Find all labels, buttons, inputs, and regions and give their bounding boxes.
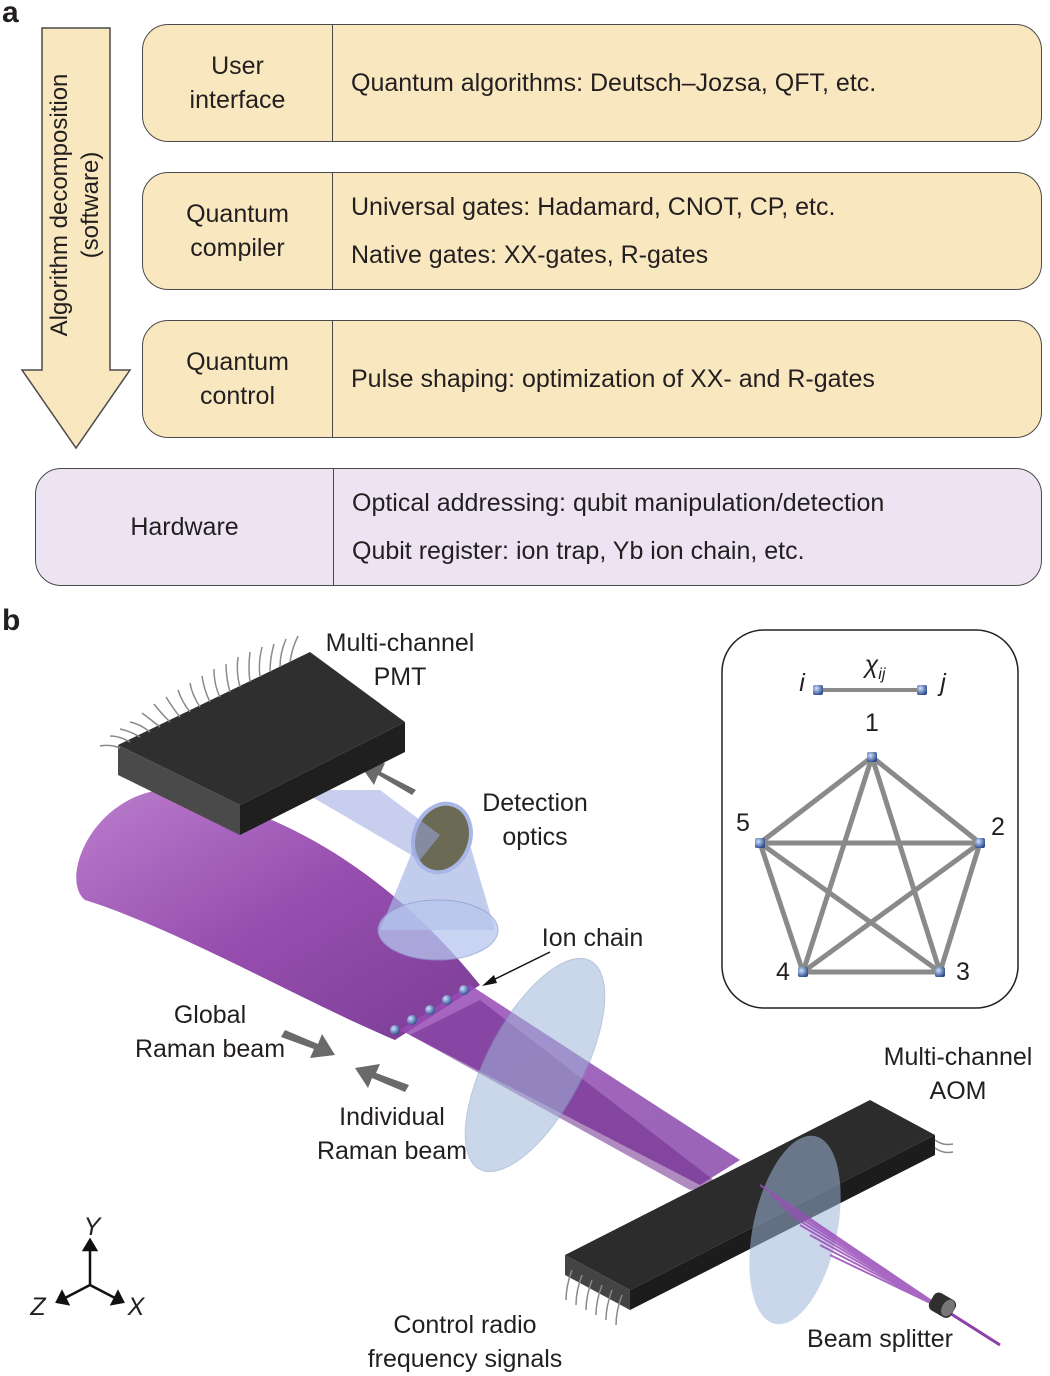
node-3-label: 3 <box>956 958 970 986</box>
individual-label-line1: Individual <box>339 1103 445 1131</box>
aom-label-line1: Multi-channel <box>883 1043 1033 1071</box>
node-j-marker <box>917 685 927 695</box>
layer-name-line2: compiler <box>190 234 285 262</box>
layer-name-line1: Quantum <box>186 200 289 228</box>
layer-description-line: Optical addressing: qubit manipulation/d… <box>352 489 885 517</box>
rf-label-line2: frequency signals <box>367 1345 563 1373</box>
inset-box <box>721 629 1019 1009</box>
pmt-device <box>99 635 405 835</box>
detection-label-line1: Detection <box>482 789 588 817</box>
layer-name-line2: control <box>199 382 276 410</box>
coordinate-axes <box>55 1237 125 1306</box>
down-arrow-shape <box>20 27 132 450</box>
layer-description-line: Qubit register: ion trap, Yb ion chain, … <box>352 537 805 565</box>
layer-name: User interface <box>143 25 333 141</box>
global-label-line1: Global <box>173 1001 247 1029</box>
software-arrow <box>20 27 132 450</box>
layer-name-line1: Quantum <box>186 348 289 376</box>
ion-chain-label: Ion chain <box>541 924 644 952</box>
panel-a-letter: a <box>2 0 19 29</box>
beam-splitter-label: Beam splitter <box>807 1325 953 1353</box>
node-i-marker <box>813 685 823 695</box>
detection-optics-label: Detection optics <box>460 786 610 854</box>
layer-name-line2: interface <box>189 86 286 114</box>
layer-hardware: Hardware Optical addressing: qubit manip… <box>35 468 1042 586</box>
coupling-label: χij <box>850 648 900 692</box>
layer-name: Hardware <box>36 469 334 585</box>
global-raman-beam <box>76 790 480 1040</box>
rf-signals-label: Control radio frequency signals <box>350 1308 580 1376</box>
layer-description-line: Universal gates: Hadamard, CNOT, CP, etc… <box>351 193 836 221</box>
global-label-line2: Raman beam <box>134 1035 286 1063</box>
ion-chain <box>390 985 469 1035</box>
individual-raman-beam-label: Individual Raman beam <box>292 1100 492 1168</box>
layer-description-line: Native gates: XX-gates, R-gates <box>351 241 709 269</box>
global-beam-arrow <box>281 1030 335 1058</box>
global-raman-beam-label: Global Raman beam <box>110 998 310 1066</box>
beam-splitter <box>928 1292 957 1318</box>
aom-lens <box>749 1135 841 1325</box>
axis-x-label: X <box>127 1293 145 1321</box>
axis-y-label: Y <box>83 1213 101 1241</box>
layer-name: Quantum control <box>143 321 333 437</box>
coupling-edges <box>757 754 983 975</box>
layer-description-line: Pulse shaping: optimization of XX- and R… <box>351 365 875 393</box>
aom-label: Multi-channel AOM <box>868 1040 1048 1108</box>
layer-name-line1: User <box>211 52 264 80</box>
focusing-lens <box>464 957 606 1173</box>
qubit-nodes <box>755 752 985 977</box>
layer-quantum-compiler: Quantum compiler Universal gates: Hadamar… <box>142 172 1042 290</box>
fluorescence-fan <box>300 790 440 860</box>
detection-arrow <box>360 763 416 795</box>
pmt-label-line2: PMT <box>373 663 427 691</box>
pmt-label-line1: Multi-channel <box>325 629 475 657</box>
node-2-label: 2 <box>991 813 1005 841</box>
coupling-subscript: ij <box>878 666 886 683</box>
layer-user-interface: User interface Quantum algorithms: Deutsc… <box>142 24 1042 142</box>
individual-beam-arrow <box>355 1064 409 1092</box>
axis-z-label: Z <box>30 1293 46 1321</box>
rf-label-line1: Control radio <box>393 1311 537 1339</box>
node-j-label: j <box>940 669 946 697</box>
node-4-label: 4 <box>776 958 790 986</box>
aom-label-line2: AOM <box>929 1077 987 1105</box>
layer-description: Optical addressing: qubit manipulation/d… <box>334 469 1041 585</box>
layer-description: Universal gates: Hadamard, CNOT, CP, etc… <box>333 173 1041 289</box>
panel-b-letter: b <box>2 604 21 637</box>
layer-description-line: Quantum algorithms: Deutsch–Jozsa, QFT, … <box>351 69 877 97</box>
pmt-label: Multi-channel PMT <box>300 626 500 694</box>
detection-label-line2: optics <box>502 823 568 851</box>
split-beams <box>759 1184 946 1311</box>
layer-description: Pulse shaping: optimization of XX- and R… <box>333 321 1041 437</box>
node-i-label: i <box>799 669 805 697</box>
layer-description: Quantum algorithms: Deutsch–Jozsa, QFT, … <box>333 25 1041 141</box>
node-5-label: 5 <box>736 809 750 837</box>
layer-quantum-control: Quantum control Pulse shaping: optimizati… <box>142 320 1042 438</box>
node-1-label: 1 <box>865 709 879 737</box>
layer-name: Quantum compiler <box>143 173 333 289</box>
coupling-symbol: χ <box>864 651 879 679</box>
layer-name-line1: Hardware <box>130 513 239 541</box>
individual-label-line2: Raman beam <box>316 1137 468 1165</box>
